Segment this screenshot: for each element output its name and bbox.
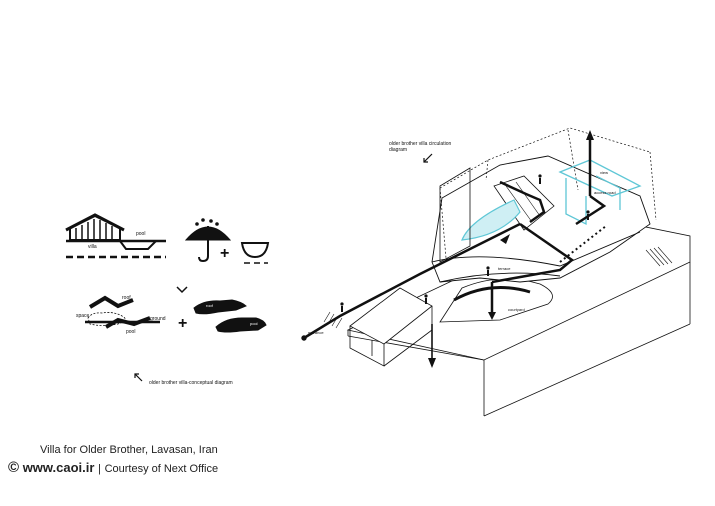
circulation-path (303, 136, 607, 362)
concept-diagram-title: older brother villa-conceptual diagram (149, 380, 233, 386)
fold-section (85, 295, 160, 329)
entrance-stairs (323, 311, 343, 329)
start-point-dot (301, 335, 307, 341)
human-figures (340, 174, 590, 312)
caption-separator: | (98, 463, 101, 475)
arrow-up-left-icon (134, 373, 143, 382)
site-link[interactable]: www.caoi.ir (22, 460, 95, 475)
arrow-down-left-icon (423, 153, 433, 163)
cyan-room-outline (558, 159, 642, 226)
label-roof: roof (122, 295, 131, 301)
bowl-icon (240, 242, 270, 264)
villa-house-icon (65, 213, 125, 241)
label-space: space (76, 313, 90, 319)
circulation-diagram-title: older brother villa circulation diagram (389, 141, 452, 153)
plus-sign-bottom: + (178, 315, 188, 332)
pool-ellipse (461, 199, 521, 241)
label-entrance: entrance (308, 330, 324, 335)
caption-title: Villa for Older Brother, Lavasan, Iran (40, 444, 218, 456)
caption-courtesy: Courtesy of Next Office (104, 463, 219, 475)
label-hand-top: roof (206, 303, 213, 308)
hands-icon (193, 299, 267, 333)
arrow-heads (428, 130, 594, 368)
axonometric-diagram (301, 127, 691, 417)
label-hand-bottom: pool (250, 321, 258, 326)
pool-basin (119, 240, 157, 250)
concept-diagram (65, 213, 270, 382)
glass-wall-panel (439, 167, 471, 263)
label-view: view (600, 170, 609, 175)
label-villa: villa (88, 244, 97, 250)
label-pool-top: pool (136, 231, 146, 237)
copyright-icon: © (8, 459, 20, 476)
caption-credit: © www.caoi.ir | Courtesy of Next Office (8, 459, 218, 476)
umbrella-icon (184, 218, 232, 263)
label-ground: ground (150, 316, 166, 322)
label-pool-bottom: pool (126, 329, 136, 335)
chevron-down-icon (176, 286, 188, 294)
label-terrace: terrace (498, 266, 511, 271)
label-courtyard: courtyard (508, 307, 525, 312)
plus-sign-top: + (220, 245, 230, 262)
label-access-road: access road (594, 190, 616, 195)
